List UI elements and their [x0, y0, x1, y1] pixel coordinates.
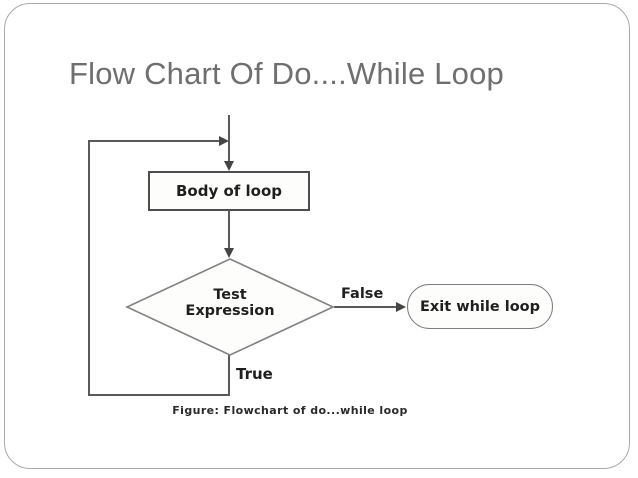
connector-true-branch-vertical — [228, 354, 230, 396]
connector-loopback-left — [88, 140, 90, 396]
connector-loopback-top — [88, 140, 219, 142]
flowchart-node-test-expression-diamond — [125, 258, 335, 356]
flowchart-node-exit-while-loop: Exit while loop — [407, 284, 553, 329]
arrowhead-down-into-body-icon — [224, 161, 234, 171]
test-label-line1: Test — [213, 287, 247, 303]
slide-border — [4, 3, 630, 469]
connector-loopback-bottom — [88, 394, 230, 396]
edge-label-true: True — [236, 365, 273, 383]
body-of-loop-label: Body of loop — [175, 182, 283, 200]
arrowhead-down-into-test-icon — [224, 248, 234, 258]
arrowhead-right-loop-junction-icon — [219, 136, 229, 146]
edge-label-false: False — [341, 286, 384, 302]
flowchart-node-body-of-loop: Body of loop — [148, 171, 310, 211]
arrowhead-right-into-exit-icon — [396, 302, 406, 312]
connector-entry-vertical — [228, 115, 230, 163]
slide-title: Flow Chart Of Do....While Loop — [69, 56, 504, 91]
connector-body-to-test — [228, 211, 230, 249]
connector-false-branch — [334, 306, 397, 308]
test-expression-label: Test Expression — [145, 287, 315, 319]
figure-caption: Figure: Flowchart of do...while loop — [172, 404, 408, 417]
exit-while-loop-label: Exit while loop — [419, 298, 541, 315]
decision-diamond-shape — [125, 258, 335, 356]
test-label-line2: Expression — [185, 303, 275, 319]
